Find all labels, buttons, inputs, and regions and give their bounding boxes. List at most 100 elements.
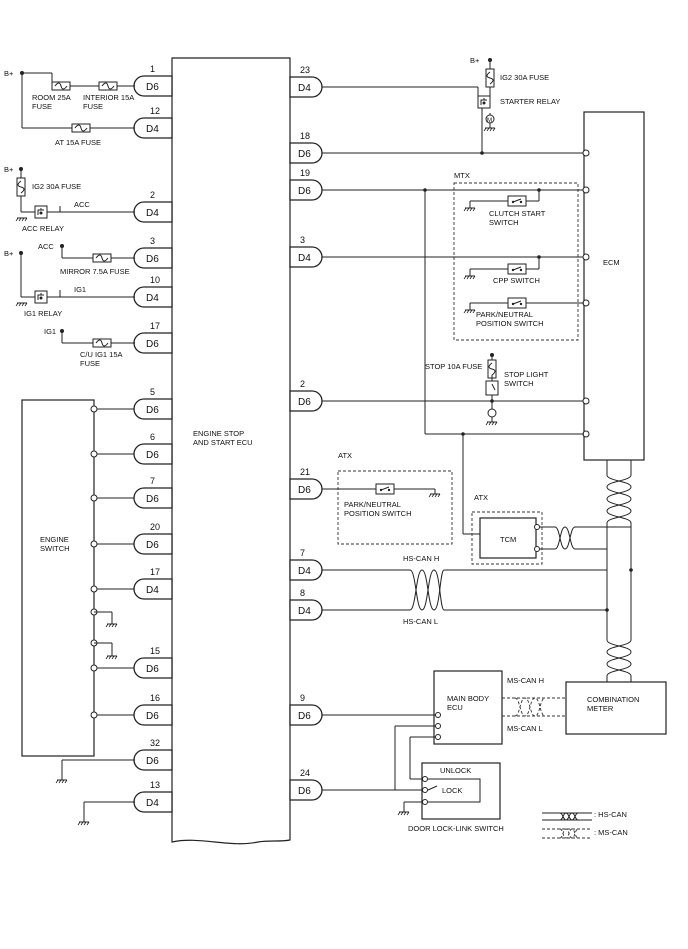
pin-number: 1 (150, 64, 155, 74)
pin-number: 7 (150, 476, 155, 486)
tcm-group (471, 511, 543, 565)
connector-pill (289, 246, 323, 268)
pin-number: 17 (150, 321, 160, 331)
connector-pill (133, 791, 173, 813)
pin-number: 18 (300, 131, 310, 141)
connector-pill (133, 247, 173, 269)
connector-id: D6 (298, 485, 311, 496)
left-pin-7: 6D6 (133, 432, 173, 465)
connector-pill (289, 76, 323, 98)
connector-id: D6 (146, 756, 159, 767)
left-pin-6: 5D6 (133, 387, 173, 420)
pin-number: 21 (300, 467, 310, 477)
connector-id: D6 (298, 186, 311, 197)
connector-id: D6 (146, 711, 159, 722)
cu-fuse-label-1: C/U IG1 15A (80, 350, 123, 359)
starter-relay-label: STARTER RELAY (500, 97, 560, 106)
pin-number: 2 (150, 190, 155, 200)
connector-id: D6 (146, 339, 159, 350)
connector-id: D4 (146, 585, 159, 596)
lock-label: LOCK (442, 786, 462, 795)
b-plus-label-2: B+ (4, 165, 14, 174)
engine-switch-terminal (90, 585, 98, 593)
ecm-box: ECM (583, 111, 645, 461)
mirror-fuse-label: MIRROR 7.5A FUSE (60, 267, 130, 276)
door-switch-box (421, 762, 501, 820)
connector-pill (133, 578, 173, 600)
pin-number: 10 (150, 275, 160, 285)
legend: : HS-CAN : MS-CAN (542, 810, 628, 839)
connector-pill (133, 117, 173, 139)
connector-id: D4 (146, 124, 159, 135)
connector-pill (133, 201, 173, 223)
ig1-label-1: IG1 (74, 285, 86, 294)
left-supply-section: B+ ROOM 25A FUSE INTERIOR 15A FUSE AT 15… (4, 69, 135, 368)
interior-fuse-label-2: FUSE (83, 102, 103, 111)
right-pin-6: 7D4 (289, 548, 323, 581)
right-pin-3: 3D4 (289, 235, 323, 268)
pin-number: 23 (300, 65, 310, 75)
connector-pill (133, 75, 173, 97)
door-switch-wires (322, 725, 481, 816)
hs-can-l-label: HS-CAN L (403, 617, 438, 626)
pin-number: 9 (300, 693, 305, 703)
right-pin-8: 9D6 (289, 693, 323, 726)
engine-switch-terminal (90, 664, 98, 672)
engine-switch: ENGINE SWITCH (21, 399, 135, 826)
left-pin-2: 2D4 (133, 190, 173, 223)
connector-pill (133, 704, 173, 726)
atx-park-group (337, 470, 453, 545)
park-mtx-label-1: PARK/NEUTRAL (476, 310, 533, 319)
connector-pill (289, 779, 323, 801)
main-body-ecu-label-2: ECU (447, 703, 463, 712)
ms-can-h-label: MS-CAN H (507, 676, 544, 685)
hs-can-h-label: HS-CAN H (403, 554, 439, 563)
pin-number: 8 (300, 588, 305, 598)
park-atx-label-1: PARK/NEUTRAL (344, 500, 401, 509)
connector-id: D4 (146, 293, 159, 304)
ecu-title-line2: AND START ECU (193, 438, 253, 447)
ig1-relay-label: IG1 RELAY (24, 309, 62, 318)
connector-id: D6 (298, 149, 311, 160)
combination-meter-label-2: METER (587, 704, 614, 713)
interior-fuse-label-1: INTERIOR 15A (83, 93, 134, 102)
connector-id: D4 (298, 606, 311, 617)
engine-switch-terminal (90, 711, 98, 719)
acc-label-2: ACC (38, 242, 54, 251)
ig2-fuse-right-label: IG2 30A FUSE (500, 73, 549, 82)
engine-switch-terminal (90, 405, 98, 413)
pin-number: 16 (150, 693, 160, 703)
pin-number: 19 (300, 168, 310, 178)
connector-id: D6 (146, 450, 159, 461)
connector-id: D4 (146, 208, 159, 219)
b-plus-label-1: B+ (4, 69, 14, 78)
left-pin-8: 7D6 (133, 476, 173, 509)
connector-pill (289, 559, 323, 581)
pin-number: 15 (150, 646, 160, 656)
left-connector-pins: 1D612D42D43D610D417D65D66D67D620D617D415… (133, 64, 173, 813)
pin-number: 13 (150, 780, 160, 790)
can-bus: HS-CAN H HS-CAN L (322, 460, 633, 682)
door-switch-label: DOOR LOCK-LINK SWITCH (408, 824, 504, 833)
pin-number: 5 (150, 387, 155, 397)
ecm-label: ECM (603, 258, 620, 267)
pin-number: 3 (300, 235, 305, 245)
connector-pill (133, 487, 173, 509)
connector-id: D6 (146, 494, 159, 505)
connector-id: D6 (146, 405, 159, 416)
atx-top-label: ATX (338, 451, 352, 460)
connector-pill (133, 398, 173, 420)
pin-number: 32 (150, 738, 160, 748)
stop-light-label-1: STOP LIGHT (504, 370, 549, 379)
connector-id: D4 (298, 566, 311, 577)
ecm-wires: CLUTCH START SWITCH CPP SWITCH PARK/NEUT… (322, 149, 590, 535)
connector-id: D4 (298, 83, 311, 94)
